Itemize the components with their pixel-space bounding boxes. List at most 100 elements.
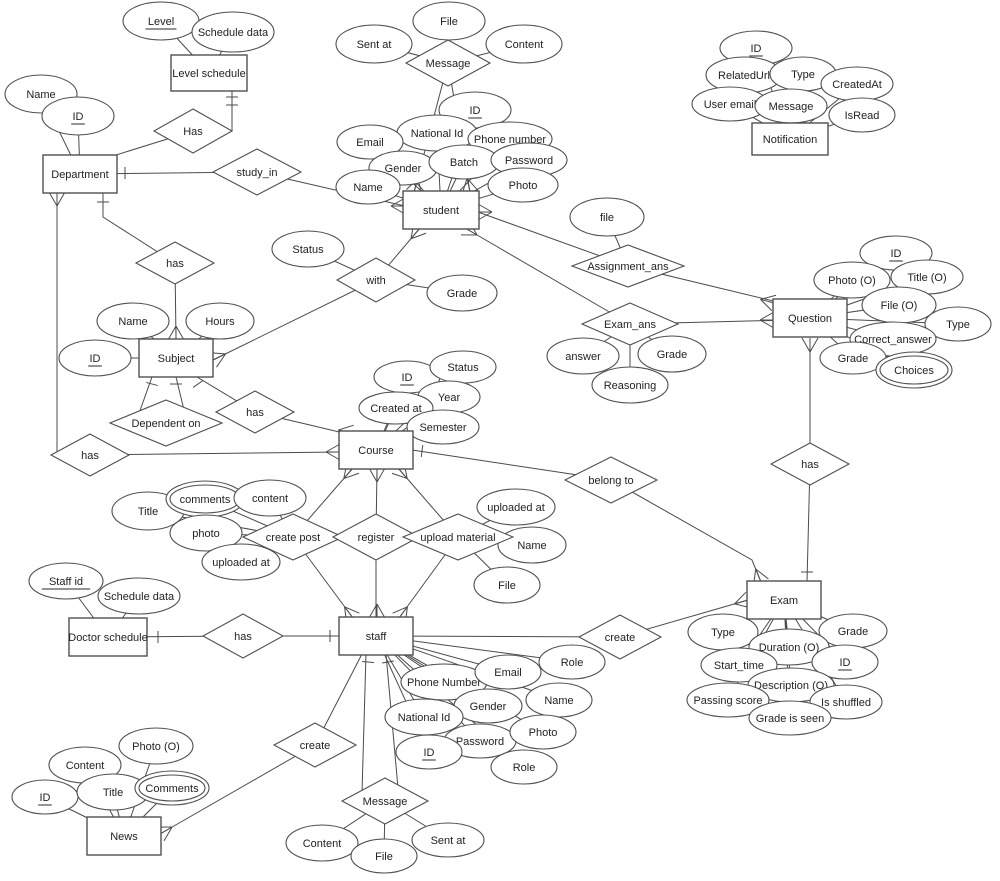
attribute-ellipse (395, 734, 463, 770)
attribute-ex_grade_seen: Grade is seen (748, 700, 832, 736)
attribute-label: Title (O) (907, 272, 946, 284)
attribute-q_file: File (O) (861, 286, 937, 324)
relationship-create_staff_exam: create (577, 614, 663, 660)
relationship-diamond (769, 442, 851, 486)
attribute-label: answer (565, 351, 601, 363)
crow-foot-mark (759, 311, 775, 321)
attribute-label: Sent at (357, 39, 392, 51)
attribute-label: Grade is seen (756, 713, 824, 725)
attribute-label: Gender (385, 163, 422, 175)
attribute-label: File (498, 580, 516, 592)
relationship-diamond (404, 39, 492, 87)
attribute-label: Content (505, 39, 544, 51)
crow-foot-mark (410, 227, 421, 240)
attribute-label: Passing score (693, 695, 762, 707)
attribute-ellipse (426, 274, 498, 312)
relationship-has_question_exam: has (769, 442, 851, 486)
attribute-nw_content: Content (48, 746, 122, 784)
attribute-ellipse (748, 700, 832, 736)
attribute-ellipse (201, 543, 281, 581)
attribute-ellipse (637, 335, 707, 373)
attribute-ellipse (411, 822, 485, 858)
attribute-mt_content: Content (485, 24, 563, 64)
crow-foot-mark (397, 467, 408, 479)
attribute-ellipse (96, 302, 170, 340)
crow-foot-mark (338, 424, 354, 431)
attribute-ellipse (285, 824, 359, 862)
attribute-ds_staff_id: Staff id (28, 562, 104, 600)
entity-rect (746, 580, 822, 620)
attribute-label: Photo (509, 180, 538, 192)
attribute-ellipse (538, 644, 606, 680)
attribute-label: Year (438, 392, 461, 404)
attribute-label: ID (751, 43, 762, 55)
attribute-label: Grade (657, 349, 688, 361)
crow-foot-mark (376, 467, 386, 483)
crow-foot-mark (391, 472, 408, 480)
crow-foot-mark (801, 337, 811, 353)
relationship-label: create (605, 632, 636, 644)
relationship-diamond (211, 148, 303, 196)
relationship-register: register (331, 513, 421, 561)
relationship-label: Assignment_ans (587, 261, 669, 273)
attribute-ex_desc: Description (O) (747, 667, 835, 703)
entity-label: Level schedule (172, 68, 245, 80)
attribute-label: Type (791, 69, 815, 81)
link-subject--dependent_on (175, 376, 185, 411)
attribute-label: file (600, 212, 614, 224)
attribute-label: Correct_answer (854, 334, 932, 346)
attribute-ellipse (591, 366, 669, 404)
attribute-label: Photo (529, 727, 558, 739)
crow-foot-mark (410, 232, 427, 240)
attribute-st_email: Email (474, 654, 542, 690)
entity-doctor_schedule: Doctor schedule (68, 617, 148, 657)
crow-foot-mark (760, 298, 775, 304)
relationship-with: with (335, 257, 417, 303)
crow-foot-mark (344, 606, 354, 619)
crow-foot-mark (466, 177, 479, 191)
attribute-cp_photo: photo (169, 514, 243, 552)
relationship-label: with (365, 275, 386, 287)
attribute-ellipse (233, 479, 307, 517)
attribute-label: Email (356, 137, 384, 149)
entity-subject: Subject (138, 338, 214, 378)
entity-label: Notification (763, 134, 817, 146)
attribute-ellipse (335, 24, 413, 64)
relationship-label: Exam_ans (604, 319, 656, 331)
relationship-diamond (580, 302, 680, 346)
relationship-label: Dependent on (131, 418, 200, 430)
attribute-label: National Id (398, 712, 451, 724)
relationship-has_level: Has (152, 108, 234, 154)
attribute-ds_schedule_data: Schedule data (97, 577, 181, 615)
relationship-has_subject_course: has (214, 390, 296, 434)
crow-foot-mark (216, 353, 226, 368)
relationship-label: Has (183, 126, 203, 138)
crow-foot-mark (343, 467, 354, 479)
attribute-um_file: File (473, 566, 541, 604)
entity-label: student (423, 205, 459, 217)
crow-foot-mark (163, 826, 173, 842)
relationship-diamond (401, 513, 515, 561)
link-department--has_dept_subject (102, 192, 176, 264)
attribute-ex_shuffled: Is shuffled (809, 684, 883, 720)
attribute-label: Grade (838, 626, 869, 638)
crow-foot-mark (325, 451, 341, 461)
attribute-label: Title (138, 506, 158, 518)
crow-foot-mark (159, 826, 173, 835)
crow-foot-mark (325, 443, 341, 453)
attribute-st_role1: Role (538, 644, 606, 680)
attribute-label: Phone Number (407, 677, 481, 689)
relationship-diamond (108, 399, 224, 447)
attribute-stu_name: Name (335, 169, 401, 205)
attribute-label: Status (447, 362, 479, 374)
attribute-label: Message (769, 101, 814, 113)
attribute-ellipse (509, 714, 577, 750)
entity-exam: Exam (746, 580, 822, 620)
entity-rect (68, 617, 148, 657)
attribute-nw_title: Title (76, 773, 150, 811)
attribute-mb_file: File (350, 838, 418, 874)
attribute-ellipse (497, 526, 567, 564)
attribute-label: CreatedAt (832, 79, 882, 91)
crow-foot-mark (760, 299, 773, 312)
